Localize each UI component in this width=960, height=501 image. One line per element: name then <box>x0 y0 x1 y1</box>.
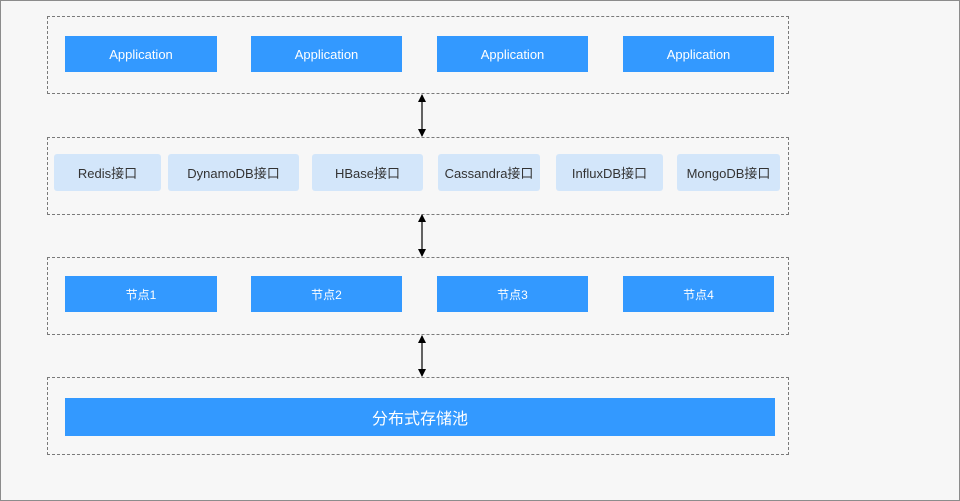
application-box: Application <box>65 36 217 72</box>
dynamodb-interface-box: DynamoDB接口 <box>168 154 299 191</box>
influxdb-interface-box: InfluxDB接口 <box>556 154 663 191</box>
storage-layer: 分布式存储池 <box>47 377 789 455</box>
application-layer: Application Application Application Appl… <box>47 16 789 94</box>
application-box: Application <box>251 36 402 72</box>
hbase-interface-box: HBase接口 <box>312 154 423 191</box>
application-box: Application <box>437 36 588 72</box>
node-box: 节点4 <box>623 276 774 312</box>
node-box: 节点1 <box>65 276 217 312</box>
mongodb-interface-box: MongoDB接口 <box>677 154 780 191</box>
node-layer: 节点1 节点2 节点3 节点4 <box>47 257 789 335</box>
distributed-storage-pool-box: 分布式存储池 <box>65 398 775 436</box>
redis-interface-box: Redis接口 <box>54 154 161 191</box>
node-box: 节点3 <box>437 276 588 312</box>
node-box: 节点2 <box>251 276 402 312</box>
application-box: Application <box>623 36 774 72</box>
interface-layer: Redis接口 DynamoDB接口 HBase接口 Cassandra接口 I… <box>47 137 789 215</box>
cassandra-interface-box: Cassandra接口 <box>438 154 540 191</box>
